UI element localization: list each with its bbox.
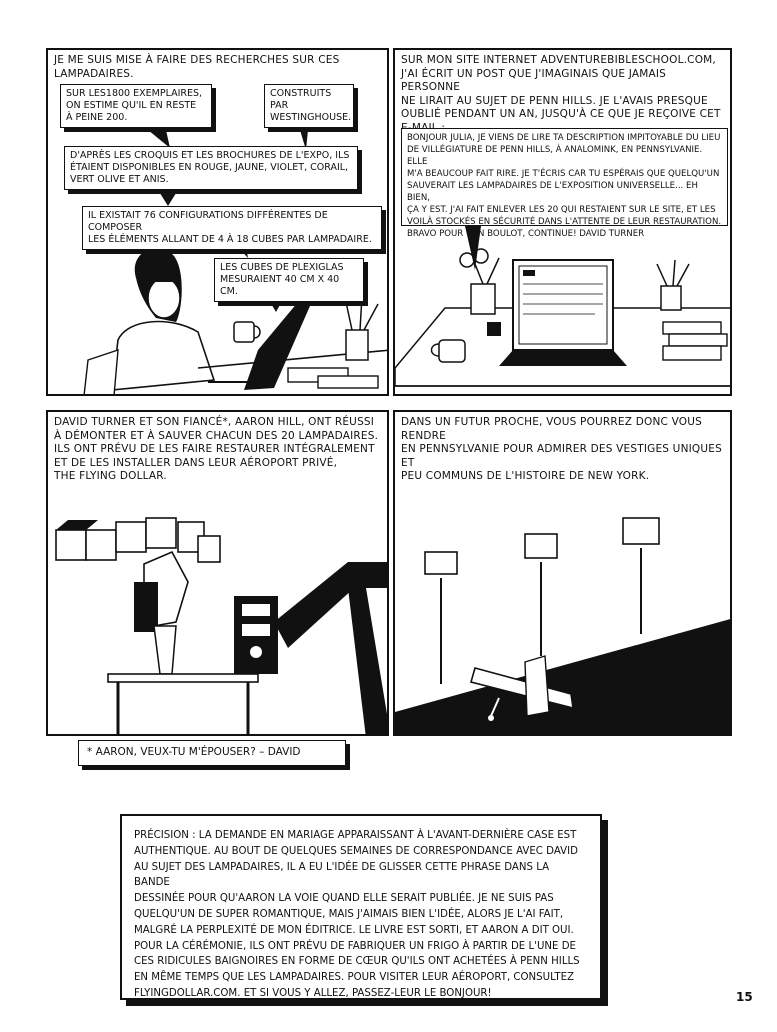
caption-box-westinghouse: CONSTRUITS PAR WESTINGHOUSE. <box>264 84 354 128</box>
panel-email: SUR MON SITE INTERNET ADVENTUREBIBLESCHO… <box>393 48 732 396</box>
laptop-desk-illustration <box>395 226 730 387</box>
email-message: BONJOUR JULIA, JE VIENS DE LIRE TA DESCR… <box>401 128 728 239</box>
panel-caption: DANS UN FUTUR PROCHE, VOUS POURREZ DONC … <box>401 416 722 482</box>
author-note: PRÉCISION : LA DEMANDE EN MARIAGE APPARA… <box>120 814 602 1000</box>
caption-box-colors: D'APRÈS LES CROQUIS ET LES BROCHURES DE … <box>64 146 358 190</box>
panel-caption: JE ME SUIS MISE À FAIRE DES RECHERCHES S… <box>54 54 340 80</box>
caption-box-cube-size: LES CUBES DE PLEXIGLAS MESURAIENT 40 CM … <box>214 258 364 302</box>
footnote: * AARON, VEUX-TU M'ÉPOUSER? – DAVID <box>78 740 346 766</box>
panel-research: JE ME SUIS MISE À FAIRE DES RECHERCHES S… <box>46 48 389 396</box>
caption-box-count: SUR LES1800 EXEMPLAIRES, ON ESTIME QU'IL… <box>60 84 212 128</box>
airfield-lamps-illustration <box>395 517 730 734</box>
panel-rescue: DAVID TURNER ET SON FIANCÉ*, AARON HILL,… <box>46 410 389 736</box>
man-dismantling-lamp-illustration <box>55 517 387 734</box>
page-number: 15 <box>736 990 753 1004</box>
panel-future: DANS UN FUTUR PROCHE, VOUS POURREZ DONC … <box>393 410 732 736</box>
panel-caption: DAVID TURNER ET SON FIANCÉ*, AARON HILL,… <box>54 416 379 482</box>
panel-caption: SUR MON SITE INTERNET ADVENTUREBIBLESCHO… <box>401 54 721 134</box>
caption-box-configurations: IL EXISTAIT 76 CONFIGURATIONS DIFFÉRENTE… <box>82 206 382 250</box>
